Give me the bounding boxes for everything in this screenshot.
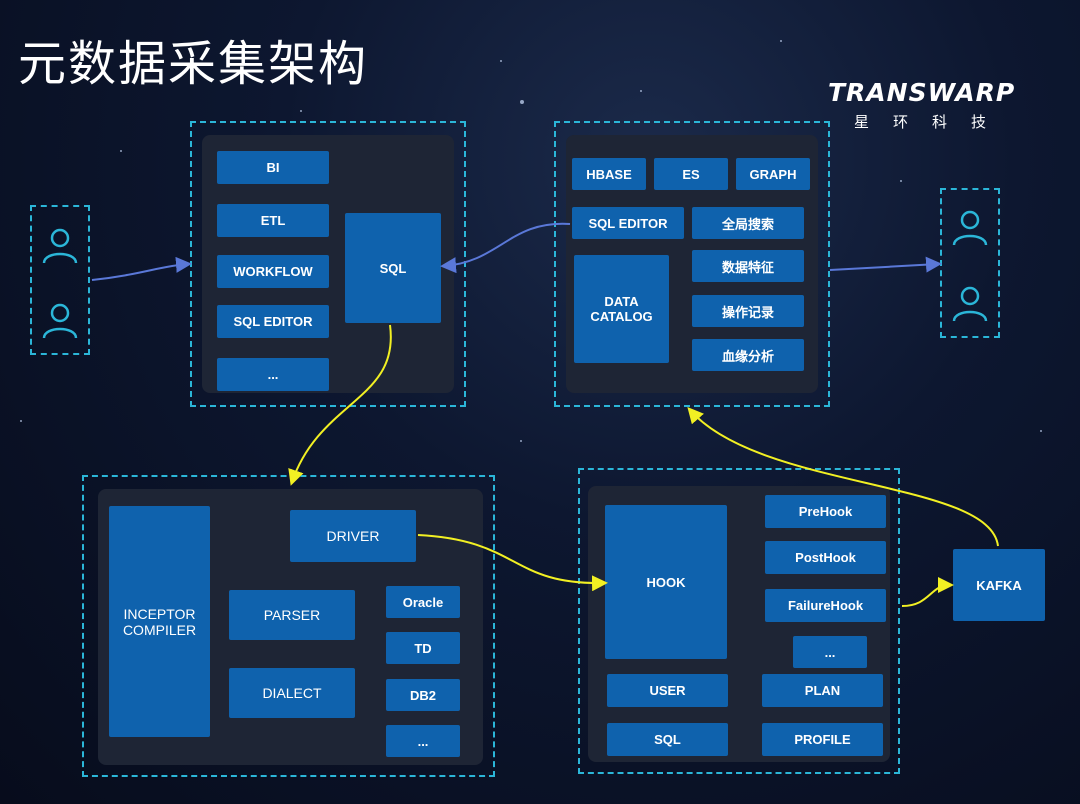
td-box: TD <box>386 632 460 664</box>
user-icon <box>952 210 988 246</box>
es-box: ES <box>654 158 728 190</box>
page-title: 元数据采集架构 <box>18 36 369 92</box>
db2-box: DB2 <box>386 679 460 711</box>
failurehook-box: FailureHook <box>765 589 886 622</box>
inceptor-compiler-box: INCEPTOR COMPILER <box>109 506 210 737</box>
dialect-box: DIALECT <box>229 668 355 718</box>
posthook-box: PostHook <box>765 541 886 574</box>
data-catalog-box: DATA CATALOG <box>574 255 669 363</box>
arrow-failurehook-to-kafka <box>901 577 954 607</box>
kafka-box: KAFKA <box>953 549 1045 621</box>
driver-box: DRIVER <box>290 510 416 562</box>
sql-editor-box: SQL EDITOR <box>217 305 329 338</box>
plan-box: PLAN <box>762 674 883 707</box>
bi-box: BI <box>217 151 329 184</box>
prehook-box: PreHook <box>765 495 886 528</box>
oracle-box: Oracle <box>386 586 460 618</box>
profile-box: PROFILE <box>762 723 883 756</box>
lineage-analysis-box: 血缘分析 <box>692 339 804 371</box>
sql-box: SQL <box>345 213 441 323</box>
hbase-box: HBASE <box>572 158 646 190</box>
arrow-catalog-to-users <box>829 256 942 273</box>
tools-more-box: ... <box>217 358 329 391</box>
etl-box: ETL <box>217 204 329 237</box>
hook-box: HOOK <box>605 505 727 659</box>
users-left-group <box>30 205 90 355</box>
operation-log-box: 操作记录 <box>692 295 804 327</box>
user-icon <box>42 228 78 264</box>
global-search-box: 全局搜索 <box>692 207 804 239</box>
user-icon <box>952 286 988 322</box>
user-box: USER <box>607 674 728 707</box>
workflow-box: WORKFLOW <box>217 255 329 288</box>
graph-box: GRAPH <box>736 158 810 190</box>
logo-main-text: TRANSWARP <box>828 78 1016 107</box>
inceptor-more-box: ... <box>386 725 460 757</box>
arrow-users-to-tools <box>91 256 192 281</box>
data-features-box: 数据特征 <box>692 250 804 282</box>
hook-sql-box: SQL <box>607 723 728 756</box>
transwarp-logo: TRANSWARP 星环科技 <box>828 78 1038 132</box>
parser-box: PARSER <box>229 590 355 640</box>
catalog-sql-editor-box: SQL EDITOR <box>572 207 684 239</box>
user-icon <box>42 303 78 339</box>
hook-more-box: ... <box>793 636 867 668</box>
logo-sub-text: 星环科技 <box>854 113 1011 131</box>
